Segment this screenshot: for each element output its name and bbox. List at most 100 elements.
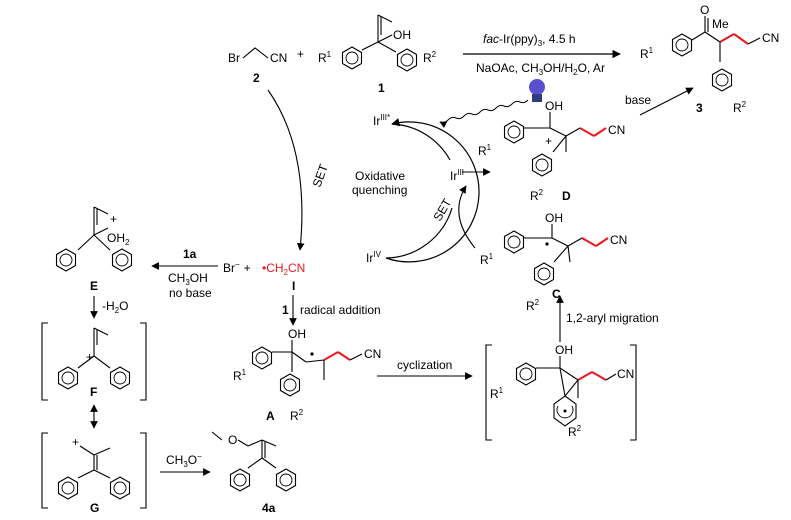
spiro-r1: R	[490, 387, 499, 401]
intermediate-E: OH2 + E	[55, 206, 133, 293]
catalyst-prefix: fac	[483, 32, 499, 46]
E-arrow-mid-end: OH	[190, 271, 208, 285]
svg-text:NaOAc, CH3OH/H2O, Ar: NaOAc, CH3OH/H2O, Ar	[476, 61, 605, 77]
D-r1: R	[478, 144, 487, 158]
svg-text:CH3O−: CH3O−	[166, 452, 202, 469]
E-arrow-top: 1a	[183, 247, 197, 261]
methoxide-sup: −	[197, 452, 202, 461]
svg-text:Br−+: Br−+	[223, 260, 251, 275]
ir3-star-sup: III*	[380, 113, 390, 122]
substrate-1: OH R1 R2 1	[318, 14, 437, 95]
svg-text:R1: R1	[478, 143, 492, 158]
light-wave-arrow	[439, 99, 529, 128]
svg-text:Br: Br	[228, 51, 240, 65]
C-oh: OH	[545, 211, 563, 225]
catalyst-name: -Ir(ppy)	[499, 32, 538, 46]
cycle-center-line1: Oxidative	[355, 169, 405, 183]
product-3-label: 3	[696, 101, 703, 115]
reagent-2-label: 2	[253, 71, 260, 85]
product-3-r2: R	[733, 101, 742, 115]
cond-sub-2: 2	[573, 68, 578, 77]
svg-text:IrIII*: IrIII*	[373, 113, 390, 128]
cyclization-label: cyclization	[397, 358, 452, 372]
substrate-1-r2-sup: 2	[432, 50, 437, 59]
substrate-1-label: 1	[378, 81, 385, 95]
intermediate-G: + G	[41, 432, 147, 515]
C-r1: R	[480, 253, 489, 267]
C-r1-sup: 1	[489, 252, 494, 261]
ir3-sup: III	[457, 168, 464, 177]
intermediate-D: R1 OH + CN R2 D	[478, 99, 625, 203]
set-left-arrow	[267, 89, 305, 251]
I-plus: +	[244, 261, 251, 275]
radical-addition-text: radical addition	[300, 303, 381, 317]
F-label: F	[90, 385, 97, 399]
A-r2: R	[290, 409, 299, 423]
E-oh2-sub: 2	[125, 238, 130, 247]
intermediate-F: + F	[41, 322, 147, 401]
svg-text:R1: R1	[233, 368, 247, 383]
E-arrow-mid-sub: 3	[185, 278, 190, 287]
set-left: SET	[310, 162, 331, 189]
svg-text:CH3OH: CH3OH	[168, 271, 208, 287]
svg-text:fac-Ir(ppy)3, 4.5 h: fac-Ir(ppy)3, 4.5 h	[483, 32, 576, 48]
svg-text:OH2: OH2	[107, 231, 130, 247]
substrate-1-r2: R	[423, 51, 432, 65]
svg-text:R2: R2	[423, 50, 437, 65]
D-plus: +	[545, 134, 552, 148]
D-r1-sup: 1	[487, 143, 492, 152]
catalytic-cycle: IrIII* IrIII IrIV Oxidative quenching SE…	[310, 113, 480, 265]
spiro-intermediate: R1 OH CN R2	[485, 343, 637, 441]
methoxide: CH	[166, 453, 183, 467]
spiro-r2-sup: 2	[577, 424, 582, 433]
svg-text:R2: R2	[733, 100, 747, 115]
svg-text:R1: R1	[480, 252, 494, 267]
I-br: Br	[223, 261, 235, 275]
base-label: base	[625, 93, 651, 107]
E-label: E	[90, 279, 98, 293]
spiro-oh: OH	[555, 343, 573, 357]
product-3-o: O	[700, 3, 709, 17]
cycle-center-line2: quenching	[352, 183, 407, 197]
D-cn: CN	[608, 123, 625, 137]
radical-I: Br−+ •CH2CN I	[223, 260, 305, 293]
base-arrow	[639, 87, 694, 116]
ir4-sup: IV	[373, 250, 381, 259]
cond-end: O, Ar	[578, 61, 605, 75]
ir3-star: Ir	[373, 114, 380, 128]
G-label: G	[90, 501, 99, 515]
substrate-1-oh: OH	[393, 28, 411, 42]
light-bulb-icon	[529, 79, 545, 102]
water-loss-end: O	[119, 299, 128, 313]
product-3-r1: R	[640, 47, 649, 61]
water-loss: -H	[102, 299, 115, 313]
plus-sign: +	[297, 47, 304, 61]
substrate-1-r1: R	[318, 51, 327, 65]
base-solvent: NaOAc, CH	[476, 61, 539, 75]
4a-o: O	[228, 433, 237, 447]
svg-text:R1: R1	[318, 50, 332, 65]
I-radical: •CH	[262, 261, 284, 275]
product-3-r2-sup: 2	[742, 100, 747, 109]
C-r2-sup: 2	[535, 298, 540, 307]
svg-text:R2: R2	[530, 188, 544, 203]
product-3-r1-sup: 1	[649, 46, 654, 55]
svg-text:IrIII: IrIII	[450, 168, 464, 183]
product-3-me: Me	[712, 17, 729, 31]
4a-label: 4a	[262, 501, 276, 515]
G-plus: +	[72, 435, 79, 449]
intermediate-A: R1 OH CN R2 A	[233, 327, 381, 423]
product-3: R1 O Me CN R2 3	[640, 3, 779, 115]
A-label: A	[266, 409, 275, 423]
I-radical-sub: 2	[284, 268, 289, 277]
ir4: Ir	[366, 251, 373, 265]
D-label: D	[562, 189, 571, 203]
svg-text:CN: CN	[270, 51, 287, 65]
svg-text:•CH2CN: •CH2CN	[262, 261, 305, 277]
C-r2: R	[526, 299, 535, 313]
radical-addition-reagent: 1	[282, 303, 289, 317]
A-oh: OH	[288, 327, 306, 341]
product-4a: O 4a	[211, 431, 297, 515]
A-cn: CN	[364, 347, 381, 361]
